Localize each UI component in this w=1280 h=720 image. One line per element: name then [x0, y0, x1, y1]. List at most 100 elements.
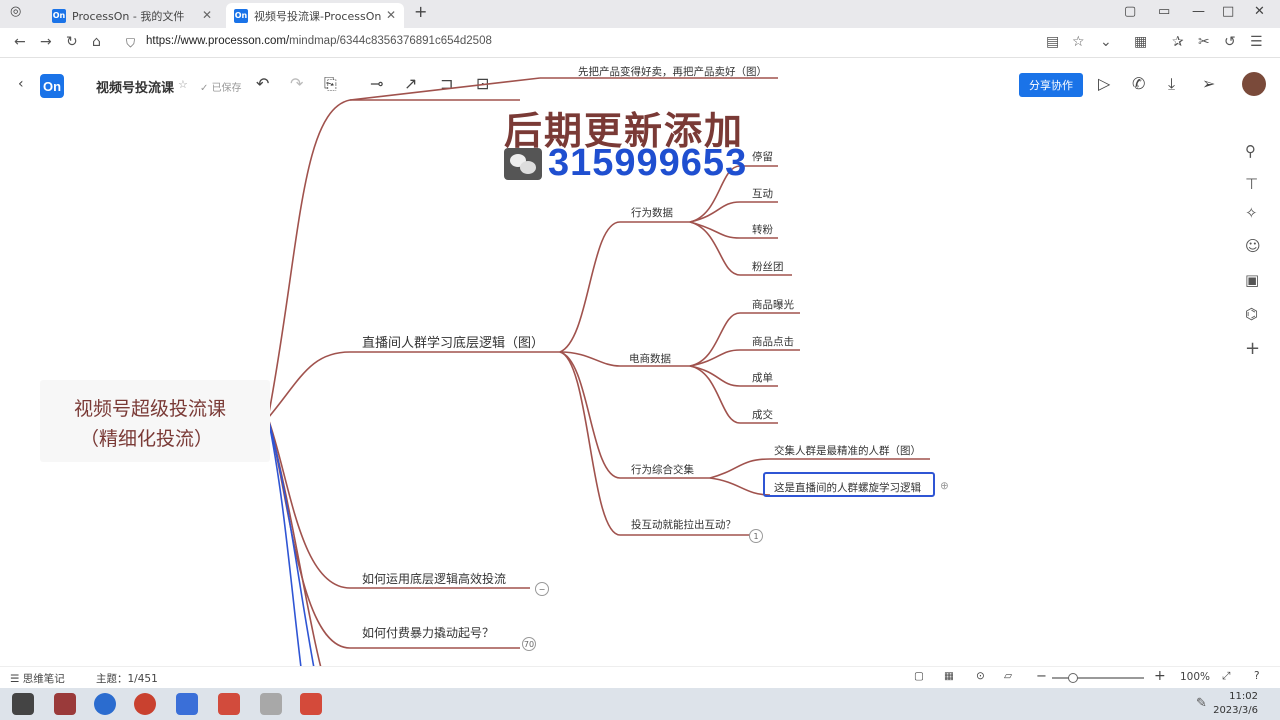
undo-icon[interactable]: ↺ [1224, 34, 1236, 50]
format-painter-icon[interactable]: ⎘ [324, 74, 337, 93]
topic-spiral-logic[interactable]: 这是直播间的人群螺旋学习逻辑 [774, 482, 921, 494]
wechat-icon [504, 148, 542, 180]
bookmark-icon[interactable]: ✰ [1172, 34, 1184, 50]
apps-icon[interactable]: ▦ [1134, 34, 1148, 50]
topic-main-branch[interactable]: 直播间人群学习底层逻辑（图） [362, 336, 545, 351]
emoji-icon[interactable]: ☺ [1245, 237, 1261, 255]
topic-order[interactable]: 成单 [752, 372, 773, 384]
minimize-icon[interactable]: ▭ [1158, 4, 1171, 19]
zoom-slider-handle[interactable] [1068, 673, 1078, 683]
tab-my-files[interactable]: On ProcessOn - 我的文件 ✕ [44, 3, 220, 28]
processon-logo[interactable]: On [40, 74, 64, 98]
clock[interactable]: 11:02 2023/3/6 [1213, 691, 1258, 716]
add-child-icon[interactable]: ⊕ [940, 480, 949, 492]
home-icon[interactable]: ⌂ [92, 34, 101, 50]
notes-toggle[interactable]: ☰ 思维笔记 [10, 673, 65, 685]
menu-icon[interactable]: ☰ [1250, 34, 1263, 50]
zoom-out-icon[interactable]: − [1036, 669, 1047, 684]
structure-icon[interactable]: ⊤ [1245, 175, 1259, 193]
arrow-icon[interactable]: ↗ [404, 74, 418, 93]
topic-ecommerce-data[interactable]: 电商数据 [629, 353, 671, 365]
locate-icon[interactable]: ⊙ [976, 670, 985, 682]
shield-icon[interactable]: ⛉ [126, 36, 136, 50]
doc-title[interactable]: 视频号投流课 [96, 81, 175, 96]
zoom-level[interactable]: 100% [1180, 671, 1211, 683]
topic-product-click[interactable]: 商品点击 [752, 336, 794, 348]
topic-follow[interactable]: 转粉 [752, 224, 773, 236]
topic-deal[interactable]: 成交 [752, 409, 773, 421]
topic-product-exposure[interactable]: 商品曝光 [752, 299, 794, 311]
map-icon[interactable]: ▱ [1004, 670, 1013, 682]
tab-current-doc[interactable]: On 视频号投流课-ProcessOn ✕ [226, 3, 404, 28]
wps-icon[interactable] [218, 693, 240, 715]
edge-icon[interactable] [94, 693, 116, 715]
url-field[interactable]: https://www.processon.com/mindmap/6344c8… [146, 35, 492, 47]
star-icon[interactable]: ☆ [178, 78, 188, 91]
play-icon[interactable]: ▷ [1098, 74, 1111, 93]
processon-favicon: On [52, 8, 66, 23]
topic-stay[interactable]: 停留 [752, 151, 773, 163]
scissors-icon[interactable]: ✂ [1198, 34, 1210, 50]
minimize-icon[interactable]: — [1192, 4, 1205, 19]
magic-icon[interactable]: ✧ [1245, 204, 1258, 222]
clipboard-icon[interactable]: ▤ [1046, 34, 1060, 50]
topic-count: 主题：1/451 [96, 673, 158, 685]
connector [267, 77, 541, 419]
topic-fan-club[interactable]: 粉丝团 [752, 261, 784, 273]
app-icon[interactable] [260, 693, 282, 715]
fit-icon[interactable]: ▢ [914, 670, 924, 682]
collapse-badge[interactable]: 70 [522, 637, 536, 651]
zoom-slider[interactable] [1052, 677, 1144, 679]
app-icon[interactable] [54, 693, 76, 715]
star-icon[interactable]: ☆ [1072, 34, 1085, 50]
selected-topic-frame[interactable] [763, 472, 935, 497]
close-icon[interactable]: ✕ [201, 8, 212, 22]
root-node[interactable] [40, 380, 270, 462]
zoom-in-icon[interactable]: + [1154, 668, 1166, 684]
topic-top-branch[interactable]: 先把产品变得好卖，再把产品卖好（图） [578, 66, 767, 78]
topic-behavior-data[interactable]: 行为数据 [631, 207, 673, 219]
pen-icon[interactable]: ✎ [1196, 696, 1207, 711]
frame-icon[interactable]: ⊡ [476, 74, 490, 93]
grid-icon[interactable]: ▦ [944, 670, 954, 682]
topic-interaction-question[interactable]: 投互动就能拉出互动？ [631, 519, 736, 531]
tag-icon[interactable]: ⌬ [1245, 305, 1259, 323]
topic-paid-boost[interactable]: 如何付费暴力撬动起号？ [362, 626, 495, 640]
dropdown-icon[interactable]: ⌄ [1100, 34, 1112, 50]
topic-combined[interactable]: 行为综合交集 [631, 464, 694, 476]
tab-list-icon[interactable]: ▢ [1124, 4, 1137, 19]
address-bar: ← → ↻ ⌂ ⛉ https://www.processon.com/mind… [0, 28, 1280, 58]
image-icon[interactable]: ▣ [1245, 271, 1260, 289]
help-icon[interactable]: ? [1254, 670, 1260, 682]
close-icon[interactable]: ✕ [385, 8, 396, 22]
maximize-icon[interactable]: □ [1222, 4, 1235, 19]
redo-icon[interactable]: ↷ [290, 74, 304, 93]
forward-icon[interactable]: → [40, 34, 52, 50]
topic-how-to-use[interactable]: 如何运用底层逻辑高效投流 [362, 572, 507, 586]
browser-icon[interactable] [134, 693, 156, 715]
add-icon[interactable]: + [1245, 338, 1261, 359]
download-icon[interactable]: ⤓ [1168, 74, 1176, 93]
style-icon[interactable]: ⚲ [1245, 142, 1256, 160]
undo-icon[interactable]: ↶ [256, 74, 270, 93]
send-icon[interactable]: ➢ [1202, 74, 1216, 93]
overlay-number: 315999653 [548, 142, 748, 184]
topic-interaction[interactable]: 互动 [752, 188, 773, 200]
app-icon[interactable] [176, 693, 198, 715]
phone-icon[interactable]: ✆ [1132, 74, 1146, 93]
back-chevron-icon[interactable]: ‹ [18, 76, 24, 92]
avatar[interactable] [1242, 72, 1266, 96]
start-icon[interactable] [12, 693, 34, 715]
share-button[interactable]: 分享协作 [1019, 73, 1083, 97]
topic-intersection[interactable]: 交集人群是最精准的人群（图） [774, 445, 921, 457]
app-icon[interactable] [300, 693, 322, 715]
reload-icon[interactable]: ↻ [66, 34, 78, 50]
close-window-icon[interactable]: ✕ [1254, 4, 1265, 19]
fullscreen-icon[interactable]: ⤢ [1222, 670, 1231, 682]
new-tab-icon[interactable]: + [414, 2, 428, 21]
browser-menu-icon[interactable]: ◎ [10, 4, 22, 19]
insert-topic-icon[interactable]: ⊸ [370, 74, 384, 93]
back-icon[interactable]: ← [14, 34, 26, 50]
collapse-badge[interactable]: − [535, 582, 549, 596]
collapse-badge[interactable]: 1 [749, 529, 763, 543]
